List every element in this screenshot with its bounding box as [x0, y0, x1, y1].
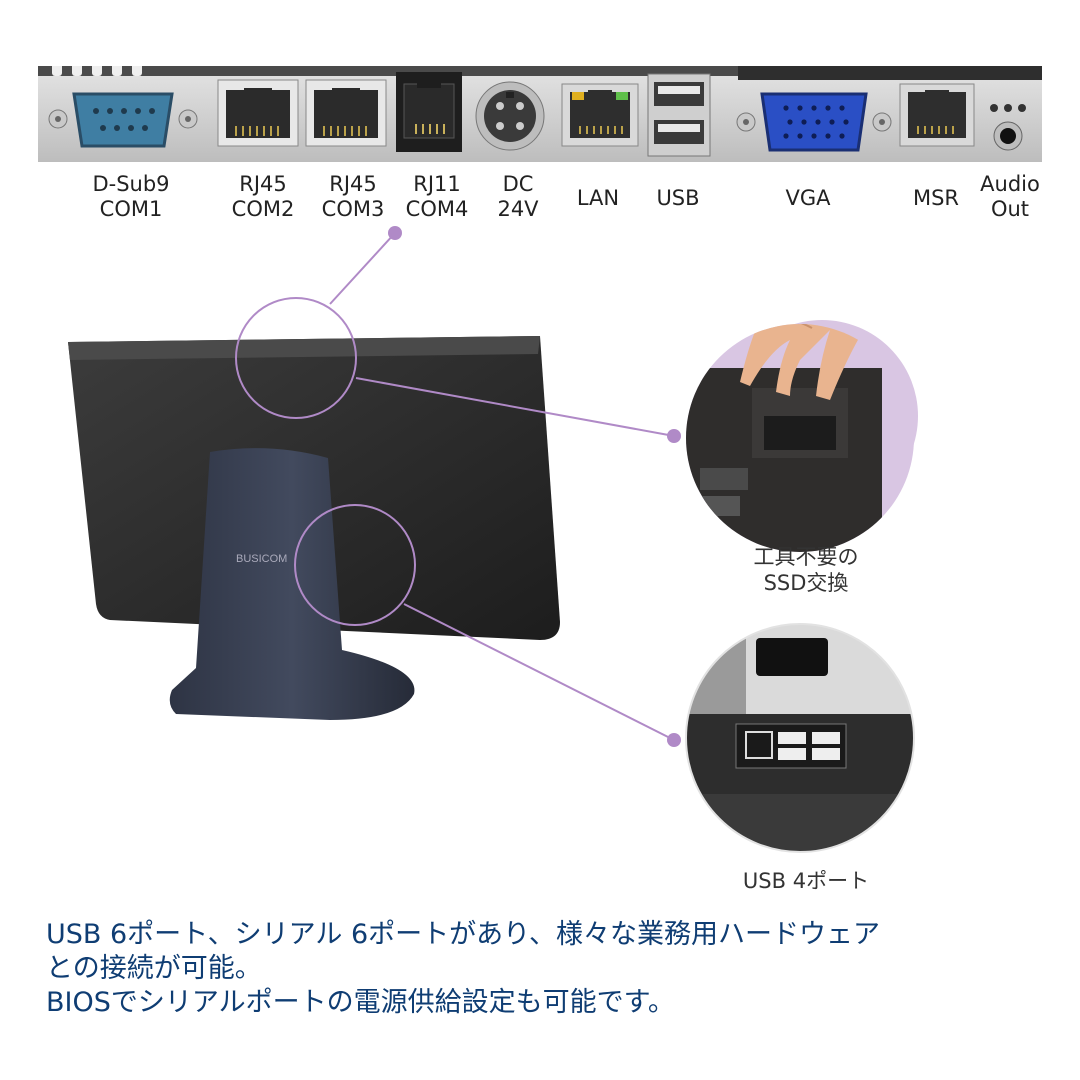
highlight-ring-usb	[294, 504, 416, 626]
audio-out-connector	[990, 104, 1026, 151]
port-label-dc: DC 24V	[497, 172, 539, 221]
panel-top-edge	[38, 66, 1042, 76]
brand-logo: BUSICOM	[236, 553, 287, 565]
leader-dot-usb4	[667, 733, 681, 747]
port-label-rj11-com4: RJ11 COM4	[405, 172, 469, 221]
vga-connector	[736, 92, 892, 152]
port-label-msr: MSR	[912, 186, 960, 210]
port-label-rj45-com3: RJ45 COM3	[321, 172, 385, 221]
msr-connector	[899, 83, 975, 147]
rj11-com4-connector	[396, 72, 462, 152]
vent-slot	[132, 66, 142, 76]
product-illustration: BUSICOM	[68, 226, 918, 853]
dsub9-connector	[48, 92, 198, 148]
vent-slot	[52, 66, 62, 76]
usb4-callout-caption: USB 4ポート	[742, 869, 870, 893]
port-connectors	[48, 72, 1026, 157]
panel-top-edge-dark	[738, 66, 1042, 80]
port-label-vga: VGA	[785, 186, 831, 210]
vent-slot	[72, 66, 82, 76]
leader-line-ports	[329, 232, 396, 305]
vent-slot	[112, 66, 122, 76]
leader-line-ssd	[355, 377, 675, 437]
usb-connector	[647, 73, 711, 157]
port-label-lan: LAN	[576, 186, 620, 210]
port-label-usb: USB	[656, 186, 700, 210]
port-label-dsub9: D-Sub9 COM1	[92, 172, 170, 221]
leader-dot-ssd	[667, 429, 681, 443]
leader-line-usb4	[403, 603, 675, 741]
port-label-rj45-com2: RJ45 COM2	[231, 172, 295, 221]
leader-dot-ports	[388, 226, 402, 240]
feature-description: USB 6ポート、シリアル 6ポートがあり、様々な業務用ハードウェア との接続が…	[46, 919, 881, 1018]
ssd-closeup-photo	[686, 324, 914, 552]
port-label-audio-out: Audio Out	[980, 172, 1040, 221]
highlight-ring-ports	[235, 297, 357, 419]
lan-connector	[561, 83, 639, 147]
vent-slot	[92, 66, 102, 76]
monitor-stand	[169, 448, 415, 720]
dc-24v-connector	[475, 81, 545, 151]
ssd-callout-caption: 工具不要の SSD交換	[753, 545, 859, 595]
port-panel	[38, 66, 1042, 162]
rj45-com2-connector	[217, 79, 299, 147]
rj45-com3-connector	[305, 79, 387, 147]
